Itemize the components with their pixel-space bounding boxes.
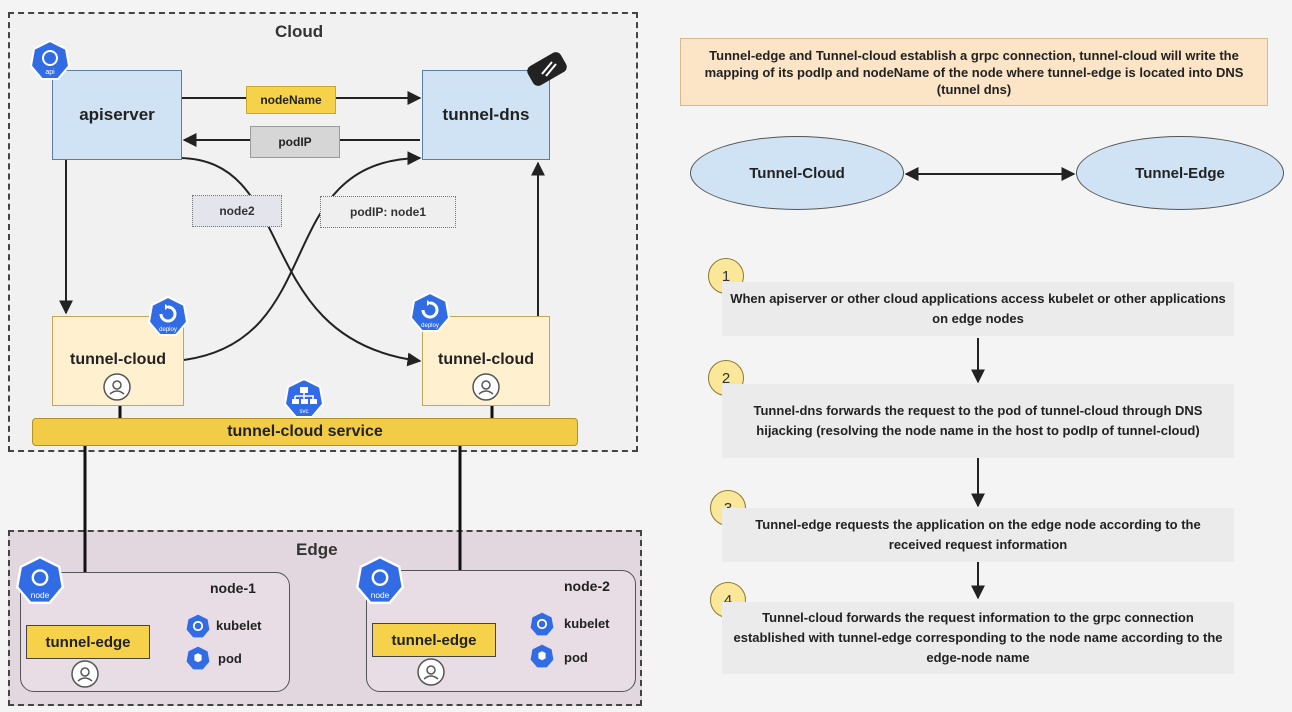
tunnel-edge-ellipse-label: Tunnel-Edge xyxy=(1135,164,1225,182)
label-node2: node2 xyxy=(192,195,282,227)
pod-icon-cloud-2 xyxy=(471,372,501,407)
svg-text:deploy: deploy xyxy=(421,323,439,329)
curve-apiserver-to-cloud2 xyxy=(179,157,422,367)
tunnel-dns-label: tunnel-dns xyxy=(442,105,530,124)
pod-icon-edge-1 xyxy=(70,659,100,694)
service-label: tunnel-cloud service xyxy=(227,423,383,440)
svg-text:api: api xyxy=(45,69,55,76)
tunnel-cloud-label-1: tunnel-cloud xyxy=(70,351,166,368)
dns-plug-icon xyxy=(522,48,572,93)
tunnel-edge-label-2: tunnel-edge xyxy=(391,631,477,649)
label-podip: podIP xyxy=(250,126,340,158)
step-text-2: Tunnel-dns forwards the request to the p… xyxy=(753,403,1203,438)
pod-label-2: pod xyxy=(564,650,588,665)
pod-cube-icon-1 xyxy=(186,646,210,675)
svg-text:node: node xyxy=(31,590,50,600)
step-box-3: Tunnel-edge requests the application on … xyxy=(722,508,1234,562)
curve-cloud1-to-dns xyxy=(183,151,422,361)
apiserver-label: apiserver xyxy=(79,105,155,124)
tunnel-dns-box: tunnel-dns xyxy=(422,70,550,160)
pod-icon-cloud-1 xyxy=(102,372,132,407)
deploy-icon-1: deploy xyxy=(147,295,189,341)
info-note-text: Tunnel-edge and Tunnel-cloud establish a… xyxy=(704,47,1244,97)
step-text-3: Tunnel-edge requests the application on … xyxy=(755,517,1201,552)
pod-icon-edge-2 xyxy=(416,657,446,692)
step-text-1: When apiserver or other cloud applicatio… xyxy=(730,291,1226,326)
svc-icon: svc xyxy=(283,377,325,423)
tunnel-edge-box-2: tunnel-edge xyxy=(372,623,496,657)
pod-cube-icon-2 xyxy=(530,644,554,673)
step-box-4: Tunnel-cloud forwards the request inform… xyxy=(722,602,1234,674)
info-note: Tunnel-edge and Tunnel-cloud establish a… xyxy=(680,38,1268,106)
node-label-2: node-2 xyxy=(564,578,610,594)
tunnel-edge-box-1: tunnel-edge xyxy=(26,625,150,659)
apiserver-box: apiserver xyxy=(52,70,182,160)
label-podip-node1: podIP: node1 xyxy=(320,196,456,228)
tunnel-cloud-ellipse-label: Tunnel-Cloud xyxy=(749,164,845,182)
kubelet-icon-1 xyxy=(186,614,210,643)
tunnel-cloud-service-bar: tunnel-cloud service xyxy=(32,418,578,446)
node-icon-2: node xyxy=(355,555,405,609)
tunnel-edge-ellipse: Tunnel-Edge xyxy=(1076,136,1284,210)
deploy-icon-2: deploy xyxy=(409,291,451,337)
kubelet-label-1: kubelet xyxy=(216,618,262,633)
pod-label-1: pod xyxy=(218,651,242,666)
edge-title: Edge xyxy=(296,540,338,559)
tunnel-cloud-ellipse: Tunnel-Cloud xyxy=(690,136,904,210)
kubelet-label-2: kubelet xyxy=(564,616,610,631)
svg-text:deploy: deploy xyxy=(159,327,177,333)
tunnel-cloud-label-2: tunnel-cloud xyxy=(438,351,534,368)
step-box-2: Tunnel-dns forwards the request to the p… xyxy=(722,384,1234,458)
kubelet-icon-2 xyxy=(530,612,554,641)
cloud-title: Cloud xyxy=(275,22,324,41)
tunnel-edge-label-1: tunnel-edge xyxy=(45,633,131,651)
api-icon: api xyxy=(29,39,71,85)
label-nodename: nodeName xyxy=(246,86,336,114)
step-text-4: Tunnel-cloud forwards the request inform… xyxy=(733,610,1223,665)
svg-text:node: node xyxy=(371,590,390,600)
node-label-1: node-1 xyxy=(210,580,256,596)
svg-text:svc: svc xyxy=(300,409,309,415)
node-icon-1: node xyxy=(15,555,65,609)
step-box-1: When apiserver or other cloud applicatio… xyxy=(722,282,1234,336)
